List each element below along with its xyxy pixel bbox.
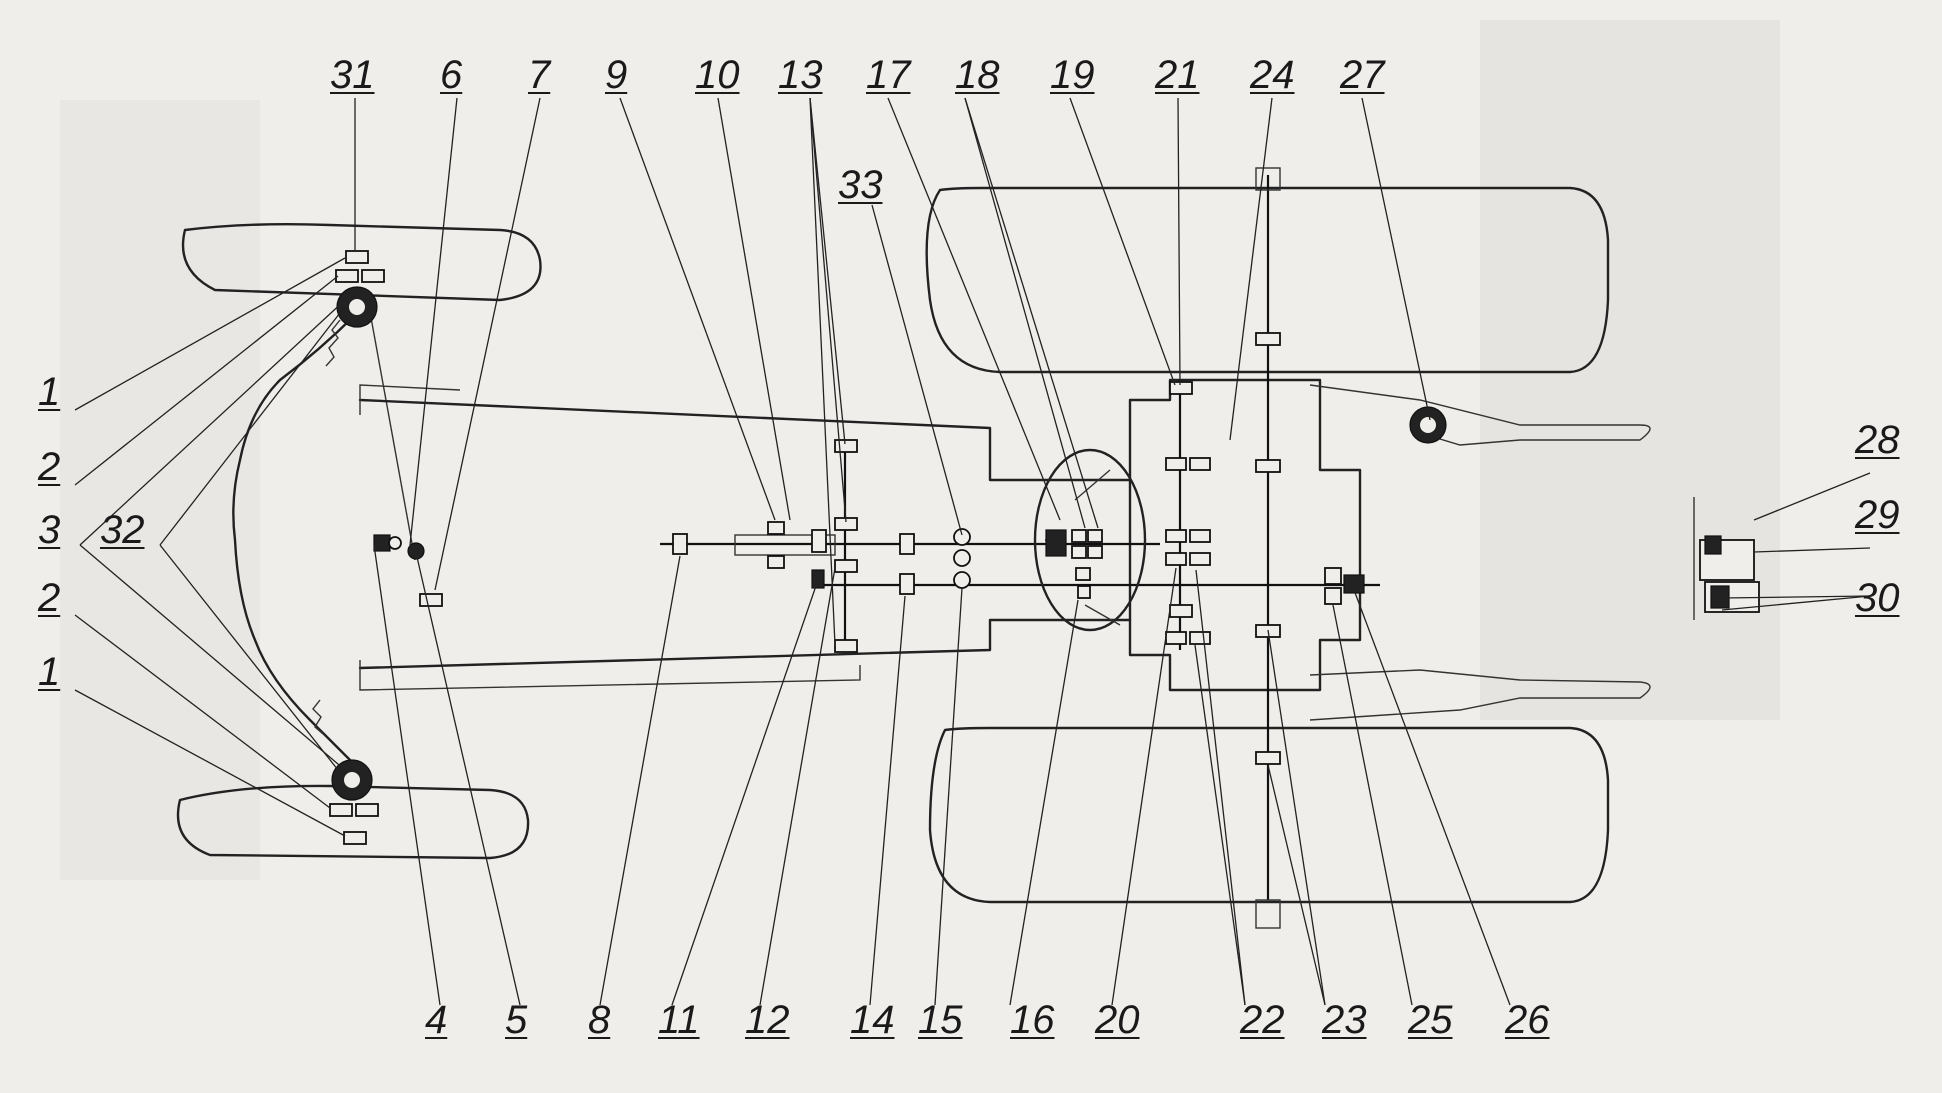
frame-rail-bottom xyxy=(358,618,1132,670)
callout-23: 23 xyxy=(1322,998,1367,1042)
hitch-arm-bottom xyxy=(1309,669,1651,721)
callout-21: 21 xyxy=(1155,53,1200,97)
callout-17: 17 xyxy=(866,53,911,97)
callout-30: 30 xyxy=(1855,576,1900,620)
callout-31: 31 xyxy=(330,53,375,97)
callout-6: 6 xyxy=(440,53,463,97)
rear-axle-hub-bottom xyxy=(1255,899,1281,929)
callout-26: 26 xyxy=(1505,998,1550,1042)
rear-axle-hub-top xyxy=(1255,167,1281,191)
callout-22: 22 xyxy=(1240,998,1285,1042)
rear-wheel-top xyxy=(925,186,1610,374)
callout-20: 20 xyxy=(1095,998,1140,1042)
callout-3: 3 xyxy=(38,508,61,552)
rear-wheel-bottom xyxy=(928,726,1610,904)
callout-25: 25 xyxy=(1408,998,1453,1042)
callout-28: 28 xyxy=(1855,418,1900,462)
callout-4: 4 xyxy=(425,998,448,1042)
callout-2-top: 2 xyxy=(38,445,61,489)
front-axle-jagged xyxy=(312,319,341,735)
leader-lines xyxy=(74,97,1871,1006)
callout-12: 12 xyxy=(745,998,790,1042)
callout-5: 5 xyxy=(505,998,528,1042)
paper-texture xyxy=(60,20,1780,880)
steering-wheel xyxy=(1033,448,1147,632)
callout-29: 29 xyxy=(1855,493,1900,537)
callout-13: 13 xyxy=(778,53,823,97)
frame-rail-bottom-inner xyxy=(359,660,861,691)
callout-15: 15 xyxy=(918,998,963,1042)
rear-axle-housing xyxy=(1128,378,1362,692)
front-wheel-bottom xyxy=(176,784,530,860)
grease-points xyxy=(329,250,1365,845)
callout-18: 18 xyxy=(955,53,1000,97)
callout-9: 9 xyxy=(605,53,628,97)
callout-14: 14 xyxy=(850,998,895,1042)
callout-27: 27 xyxy=(1340,53,1385,97)
front-wheel-top xyxy=(181,222,542,302)
callout-7: 7 xyxy=(528,53,551,97)
callout-1-bottom: 1 xyxy=(38,650,61,694)
clutch-housing xyxy=(734,534,836,556)
hitch-arm-top xyxy=(1309,384,1651,446)
callout-1-top: 1 xyxy=(38,370,61,414)
frame-rail-top xyxy=(358,398,1132,482)
callout-10: 10 xyxy=(695,53,740,97)
callout-11: 11 xyxy=(658,998,700,1042)
callout-16: 16 xyxy=(1010,998,1055,1042)
steering-drag-link xyxy=(369,311,416,561)
callout-8: 8 xyxy=(588,998,611,1042)
callout-24: 24 xyxy=(1250,53,1295,97)
callout-2-bottom: 2 xyxy=(38,576,61,620)
callout-33: 33 xyxy=(838,163,883,207)
hitch-pivot-inner xyxy=(1420,417,1436,433)
callout-32: 32 xyxy=(100,508,145,552)
callout-19: 19 xyxy=(1050,53,1095,97)
front-axle-outline xyxy=(232,313,357,762)
